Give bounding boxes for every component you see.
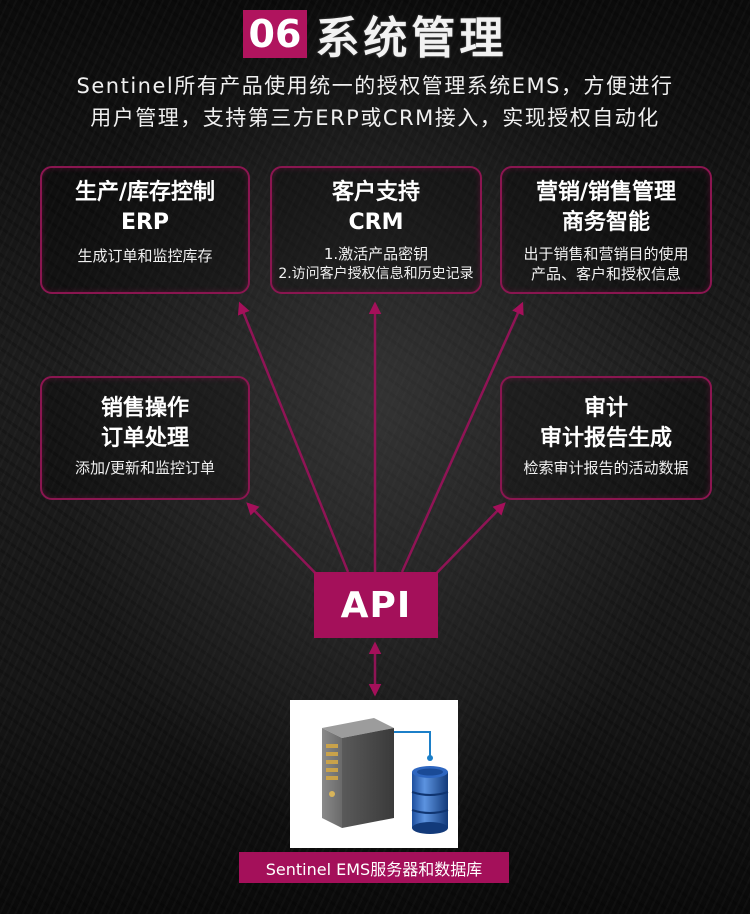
- bi-title: 营销/销售管理: [535, 180, 677, 205]
- bi-subtitle: 商务智能: [561, 210, 650, 235]
- bi-desc-1: 出于销售和营销目的使用: [523, 245, 689, 263]
- arrow-to-erp: [237, 301, 350, 573]
- sales-desc: 添加/更新和监控订单: [74, 459, 216, 477]
- server-tower-icon: [322, 718, 394, 828]
- erp-desc: 生成订单和监控库存: [77, 247, 213, 265]
- section-number-badge: 06: [242, 10, 308, 58]
- crm-desc-2: 2.访问客户授权信息和历史记录: [278, 266, 474, 282]
- sales-title: 销售操作: [100, 396, 189, 421]
- erp-title: 生产/库存控制: [74, 180, 216, 205]
- erp-subtitle: ERP: [120, 210, 170, 235]
- bi-box: 营销/销售管理 商务智能 出于销售和营销目的使用 产品、客户和授权信息: [500, 166, 712, 294]
- crm-title: 客户支持: [331, 180, 420, 205]
- crm-box: 客户支持 CRM 1.激活产品密钥 2.访问客户授权信息和历史记录: [270, 166, 482, 294]
- sales-box: 销售操作 订单处理 添加/更新和监控订单: [40, 376, 250, 500]
- server-caption: Sentinel EMS服务器和数据库: [239, 852, 509, 883]
- arrow-to-bi: [400, 301, 524, 573]
- api-box: API: [314, 572, 438, 638]
- erp-box: 生产/库存控制 ERP 生成订单和监控库存: [40, 166, 250, 294]
- server-database-illustration: [290, 700, 458, 848]
- arrow-to-audit: [425, 502, 506, 585]
- page-title: 系统管理: [315, 13, 508, 64]
- bi-desc-2: 产品、客户和授权信息: [530, 265, 681, 283]
- audit-title: 审计: [583, 396, 628, 421]
- crm-desc-1: 1.激活产品密钥: [323, 245, 429, 263]
- title-bar: 06 系统管理: [0, 6, 750, 64]
- intro-line-2: 用户管理，支持第三方ERP或CRM接入，实现授权自动化: [90, 106, 660, 130]
- sales-subtitle: 订单处理: [100, 426, 189, 451]
- database-drum-icon: [411, 766, 449, 834]
- intro-line-1: Sentinel所有产品使用统一的授权管理系统EMS，方便进行: [76, 74, 674, 98]
- audit-subtitle: 审计报告生成: [539, 426, 672, 451]
- arrow-to-sales: [246, 502, 327, 585]
- audit-desc: 检索审计报告的活动数据: [523, 459, 689, 477]
- crm-subtitle: CRM: [348, 210, 404, 235]
- audit-box: 审计 审计报告生成 检索审计报告的活动数据: [500, 376, 712, 500]
